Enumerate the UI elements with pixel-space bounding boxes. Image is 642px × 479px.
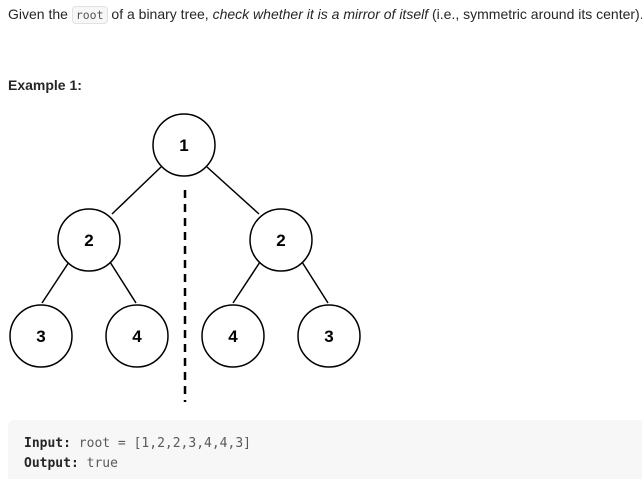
output-label: Output: (24, 456, 79, 471)
tree-edge (111, 166, 162, 215)
tree-node: 4 (105, 304, 169, 368)
tree-edge (301, 261, 329, 304)
description-text-mid: of a binary tree, (107, 6, 213, 22)
tree-node-label: 1 (179, 136, 188, 155)
description-text-before: Given the (8, 6, 72, 22)
tree-node-label: 3 (324, 327, 333, 346)
tree-edge (109, 261, 137, 304)
tree-node: 2 (57, 208, 121, 272)
input-line: Input: root = [1,2,2,3,4,4,3] (24, 434, 626, 454)
tree-node-label: 4 (228, 327, 238, 346)
output-line: Output: true (24, 454, 626, 474)
tree-node-label: 2 (276, 231, 285, 250)
tree-node: 4 (201, 304, 265, 368)
example-code-block: Input: root = [1,2,2,3,4,4,3] Output: tr… (8, 420, 642, 479)
symmetric-tree-diagram: 1 2 2 3 4 4 3 (9, 113, 361, 402)
tree-edge (232, 261, 261, 304)
tree-node: 2 (249, 208, 313, 272)
tree-edge (41, 261, 70, 304)
description-text-after: (i.e., symmetric around its center). (428, 6, 642, 22)
tree-node-label: 2 (84, 231, 93, 250)
output-value: true (86, 456, 118, 471)
input-value: root = [1,2,2,3,4,4,3] (78, 436, 251, 451)
input-label: Input: (24, 436, 71, 451)
tree-edge (206, 166, 260, 215)
tree-node: 1 (152, 113, 216, 177)
tree-node: 3 (297, 304, 361, 368)
tree-node-label: 3 (36, 327, 45, 346)
inline-code-root: root (71, 6, 108, 24)
tree-node: 3 (9, 304, 73, 368)
description-emphasis: check whether it is a mirror of itself (212, 6, 429, 22)
example-heading: Example 1: (8, 77, 82, 93)
problem-description: Given the root of a binary tree, check w… (8, 4, 642, 25)
tree-node-label: 4 (132, 327, 142, 346)
